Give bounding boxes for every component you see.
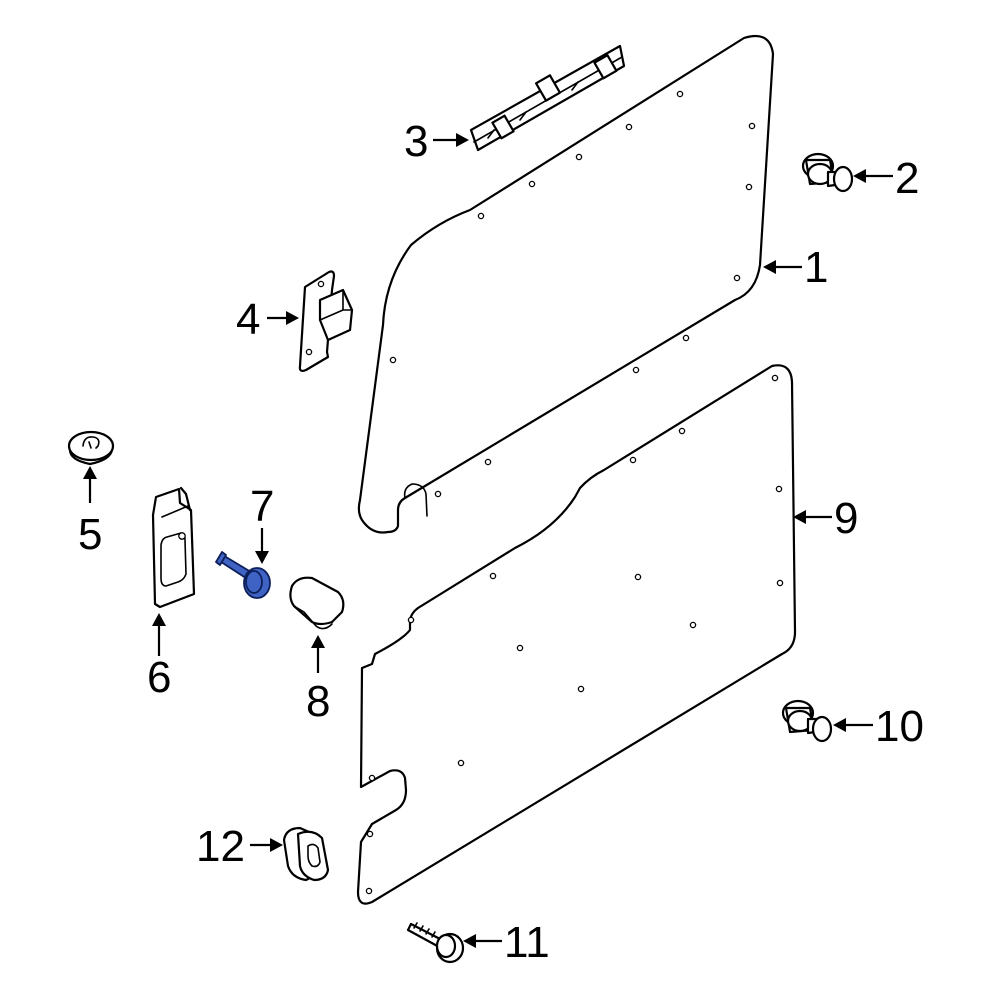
callout-2: 2 [895, 154, 919, 203]
callout-labels: 1 2 3 4 5 6 7 8 9 10 11 12 [78, 117, 924, 967]
part-4-latch-bracket[interactable] [298, 270, 354, 372]
callout-5: 5 [78, 510, 102, 559]
callout-3: 3 [404, 117, 428, 166]
callout-4: 4 [236, 295, 260, 344]
part-7-bolt[interactable] [215, 551, 271, 599]
callout-8: 8 [306, 677, 330, 726]
part-12-retainer[interactable] [282, 826, 330, 882]
callout-12: 12 [196, 822, 245, 871]
callout-11: 11 [504, 918, 550, 967]
part-10-push-clip[interactable] [781, 699, 833, 743]
part-8-cover[interactable] [289, 576, 345, 630]
callout-leaders [83, 133, 893, 948]
part-6-plate-bracket[interactable] [151, 486, 196, 609]
part-1-upper-trim-panel[interactable] [357, 34, 775, 534]
callout-7: 7 [250, 482, 274, 531]
callout-10: 10 [875, 702, 924, 751]
callout-1: 1 [804, 243, 828, 292]
callout-9: 9 [834, 494, 858, 543]
part-11-screw[interactable] [406, 922, 465, 964]
part-5-cap[interactable] [67, 430, 115, 466]
part-2-push-clip[interactable] [801, 152, 854, 193]
callout-6: 6 [147, 653, 171, 702]
part-9-lower-trim-panel[interactable] [356, 364, 797, 905]
part-3-bracket[interactable] [469, 44, 626, 152]
